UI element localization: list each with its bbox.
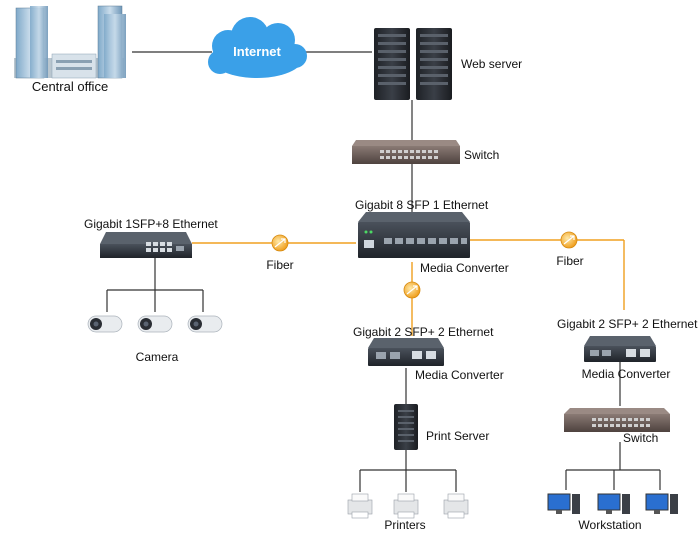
workstation-1-icon xyxy=(547,493,580,514)
fiber-marker-mid-icon xyxy=(403,281,421,299)
printers-label: Printers xyxy=(384,518,426,532)
right-converter-label: Media Converter xyxy=(581,367,671,381)
fiber-left-label: Fiber xyxy=(266,258,294,272)
right-media-converter-icon xyxy=(584,336,656,362)
mid-converter-title: Gigabit 2 SFP+ 2 Ethernet xyxy=(353,325,494,339)
right-switch-label: Switch xyxy=(623,431,659,445)
left-switch-title: Gigabit 1SFP+8 Ethernet xyxy=(84,217,218,231)
printer-3-icon xyxy=(443,493,469,519)
printer-1-icon xyxy=(347,493,373,519)
internet-label: Internet xyxy=(233,44,281,59)
left-switch-icon xyxy=(100,232,192,258)
workstation-2-icon xyxy=(597,493,630,514)
mid-media-converter-icon xyxy=(368,338,444,366)
fiber-marker-right-icon xyxy=(560,231,578,249)
web-server-icon xyxy=(374,28,452,100)
internet-cloud-icon xyxy=(208,17,307,78)
camera-label: Camera xyxy=(135,350,179,364)
workstation-label: Workstation xyxy=(578,518,642,532)
workstation-3-icon xyxy=(645,493,678,514)
main-media-converter-icon xyxy=(358,212,470,258)
mid-converter-label: Media Converter xyxy=(415,368,504,382)
web-server-label: Web server xyxy=(461,57,523,71)
main-converter-title: Gigabit 8 SFP 1 Ethernet xyxy=(355,198,489,212)
fiber-marker-left-icon xyxy=(271,234,289,252)
fiber-right-label: Fiber xyxy=(556,254,584,268)
connection-lines xyxy=(106,51,661,492)
printer-2-icon xyxy=(393,493,419,519)
top-switch-icon xyxy=(352,140,460,164)
camera-1-icon xyxy=(87,315,123,333)
camera-3-icon xyxy=(187,315,223,333)
camera-2-icon xyxy=(137,315,173,333)
main-converter-label: Media Converter xyxy=(420,261,509,275)
print-server-label: Print Server xyxy=(426,429,490,443)
print-server-icon xyxy=(394,404,418,450)
central-office-label: Central office xyxy=(31,79,109,94)
right-switch-icon xyxy=(564,408,670,432)
central-office-icon xyxy=(14,5,126,79)
right-converter-title: Gigabit 2 SFP+ 2 Ethernet xyxy=(557,317,698,331)
top-switch-label: Switch xyxy=(464,148,500,162)
